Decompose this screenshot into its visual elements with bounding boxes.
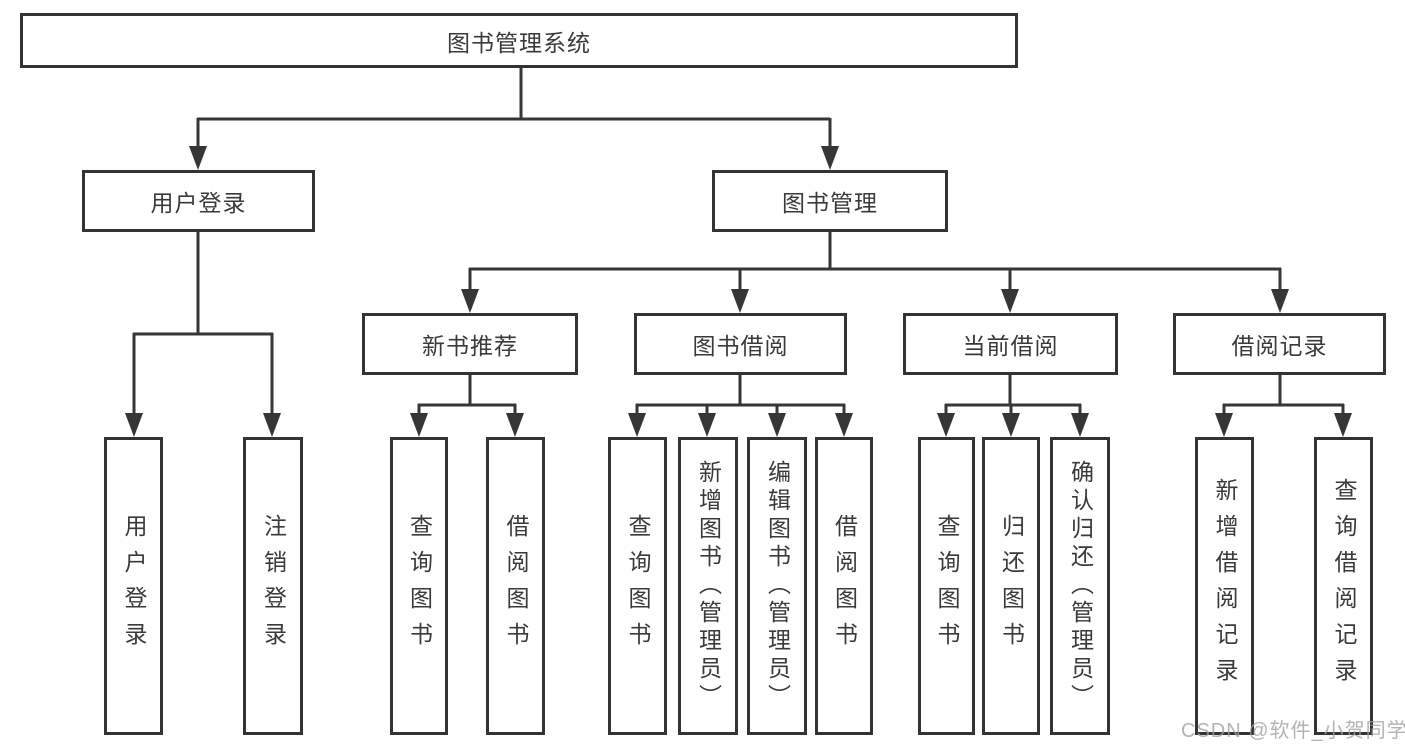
connector-borrow-records-to-leaves [1222,375,1345,417]
node-label: 编辑图书（管理员） [764,460,791,712]
node-label: 借阅图书 [831,514,858,658]
connector-current-borrow-to-leaves [944,375,1082,417]
leaf-newbook-borrow-books: 借阅图书 [486,437,545,735]
leaf-borrow-add-books-admin: 新增图书（管理员） [678,437,738,735]
arrow-down-icon [506,413,524,437]
arrow-down-icon [731,289,749,313]
connector-book-management-to-level3 [468,232,1282,293]
node-label: 用户登录 [121,514,147,658]
arrow-down-icon [768,413,786,437]
node-label: 新增借阅记录 [1212,478,1238,694]
node-label: 新增图书（管理员） [695,460,722,712]
node-label: 图书管理系统 [447,29,591,56]
leaf-records-query-record: 查询借阅记录 [1314,437,1373,735]
arrow-down-icon [1002,413,1020,437]
arrow-down-icon [125,413,143,437]
leaf-logout: 注销登录 [243,437,303,735]
branch-user-login: 用户登录 [82,170,315,232]
leaf-borrow-edit-books-admin: 编辑图书（管理员） [747,437,807,735]
node-label: 查询图书 [406,514,433,658]
connector-user-login-to-leaves [132,232,274,417]
node-label: 借阅记录 [1231,333,1328,359]
group-book-borrow: 图书借阅 [634,313,847,375]
node-label: 注销登录 [260,514,287,658]
branch-book-management: 图书管理 [712,170,948,232]
group-new-book-recommend: 新书推荐 [362,313,578,375]
arrow-down-icon [937,413,955,437]
node-label: 图书管理 [782,190,878,216]
node-root: 图书管理系统 [20,13,1018,68]
node-label: 归还图书 [998,514,1025,658]
leaf-newbook-query-books: 查询图书 [390,437,448,735]
arrowheads [125,146,1352,437]
arrow-down-icon [1215,413,1233,437]
node-label: 查询图书 [625,514,651,658]
node-label: 查询借阅记录 [1331,478,1357,694]
arrow-down-icon [1071,413,1089,437]
connector-book-borrow-to-leaves [635,375,846,417]
leaf-current-confirm-return-admin: 确认归还（管理员） [1050,437,1110,735]
arrow-down-icon [1001,289,1019,313]
connector-root-to-level2 [196,68,832,150]
node-label: 图书借阅 [692,333,789,359]
node-label: 借阅图书 [503,514,529,658]
arrow-down-icon [1334,413,1352,437]
arrow-down-icon [835,413,853,437]
leaf-user-login: 用户登录 [104,437,163,735]
leaf-current-return-books: 归还图书 [982,437,1040,735]
watermark: CSDN @软件_小贺同学 [1181,720,1405,742]
arrow-down-icon [628,413,646,437]
leaf-records-add-record: 新增借阅记录 [1195,437,1254,735]
group-borrow-records: 借阅记录 [1173,313,1386,375]
arrow-down-icon [189,146,207,170]
arrow-down-icon [821,146,839,170]
leaf-borrow-query-books: 查询图书 [608,437,667,735]
node-label: 新书推荐 [422,333,518,359]
arrow-down-icon [410,413,428,437]
node-label: 查询图书 [934,514,960,658]
arrow-down-icon [1271,289,1289,313]
arrow-down-icon [698,413,716,437]
node-label: 用户登录 [150,190,247,216]
leaf-borrow-borrow-books: 借阅图书 [815,437,873,735]
node-label: 当前借阅 [962,333,1059,359]
arrow-down-icon [461,289,479,313]
group-current-borrow: 当前借阅 [903,313,1118,375]
leaf-current-query-books: 查询图书 [918,437,975,735]
connector-new-book-to-leaves [417,375,517,417]
arrow-down-icon [263,413,281,437]
node-label: 确认归还（管理员） [1067,460,1094,712]
